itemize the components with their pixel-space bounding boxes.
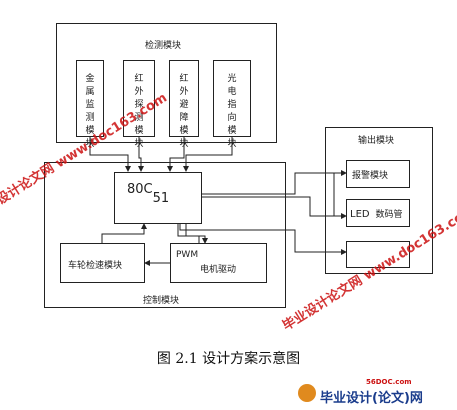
- motor-label: 电机驱动: [200, 265, 237, 275]
- motor-drive-module: [170, 243, 267, 283]
- detect-module: [56, 23, 277, 143]
- alarm-label: 报警模块: [352, 171, 389, 181]
- wheel-detect-label: 车轮检速模块: [68, 261, 123, 271]
- control-module-title: 控制模块: [143, 296, 180, 306]
- footer-domain: 56DOC.com: [366, 378, 412, 386]
- detect-module-title: 检测模块: [145, 41, 182, 51]
- pwm-label: PWM: [176, 250, 199, 260]
- mcu-to-pwm-lines: [177, 224, 208, 244]
- detect-box-ir-avoid: [169, 60, 199, 137]
- mcu-sub-label: 51: [152, 191, 170, 206]
- detect-box-metal-label: 金属监测模块: [85, 74, 95, 149]
- footer-logo-icon: [298, 384, 316, 402]
- output-module: [325, 127, 433, 274]
- footer-brand-text: 毕业设计(论文)网: [320, 391, 423, 406]
- mcu-80c51: [114, 172, 202, 224]
- alarm-module: [346, 160, 410, 188]
- footer-brand: 56DOC.com 毕业设计(论文)网: [296, 378, 452, 406]
- control-module: [44, 162, 286, 308]
- mcu-to-output-lines: [179, 170, 347, 255]
- wheel-to-mcu-line: [101, 223, 147, 243]
- detect-box-photo: [213, 60, 251, 137]
- output-box-3: [346, 241, 410, 268]
- detect-box-ir-probe-label: 红外探测模块: [134, 74, 144, 149]
- detect-box-ir-probe: [123, 60, 155, 137]
- detect-box-ir-avoid-label: 红外避障模块: [179, 74, 189, 149]
- detect-box-metal: [76, 60, 104, 137]
- mcu-main-label: 80C: [127, 182, 153, 197]
- output-module-title: 输出模块: [358, 136, 395, 146]
- detect-to-mcu-lines: [89, 137, 233, 172]
- led-module: [346, 199, 410, 227]
- led-sub: 数码管: [375, 210, 403, 220]
- detect-box-photo-label: 光电指向模块: [227, 74, 237, 149]
- led-main: LED: [350, 209, 370, 220]
- wheel-detect-module: [60, 243, 145, 283]
- figure-caption: 图 2.1 设计方案示意图: [156, 351, 301, 367]
- led-label: LED 数码管: [350, 207, 402, 220]
- mcu-label: 80C51: [127, 182, 169, 206]
